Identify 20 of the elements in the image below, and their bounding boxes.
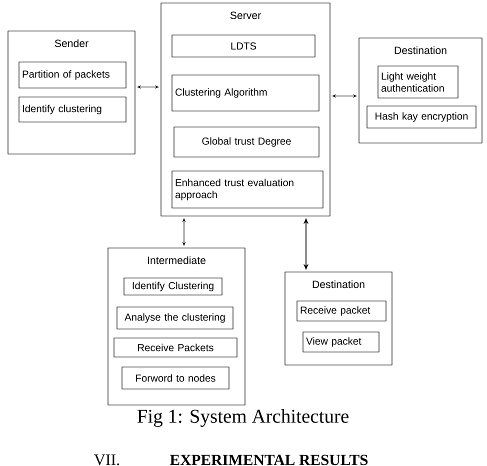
process-box: Partition of packets xyxy=(18,62,126,88)
process-box: Identify Clustering xyxy=(124,278,222,296)
arrow xyxy=(137,85,159,89)
process-box: Receive packet xyxy=(296,300,386,322)
section-number: VII. xyxy=(94,454,120,466)
process-box: Hash kay encryption xyxy=(366,106,476,128)
arrow xyxy=(332,94,357,98)
process-box: Enhanced trust evaluation approach xyxy=(172,170,324,208)
arrow xyxy=(182,218,186,246)
process-box: Global trust Degree xyxy=(174,126,320,158)
process-box: Identify clustering xyxy=(18,96,126,122)
figure-caption: Fig 1: System Architecture xyxy=(137,409,348,427)
section-heading: EXPERIMENTAL RESULTS xyxy=(170,454,368,466)
process-box: Forword to nodes xyxy=(122,366,230,390)
process-box: Clustering Algorithm xyxy=(172,74,320,112)
process-box: Light weight authentication xyxy=(378,66,458,98)
process-box: Receive Packets xyxy=(114,338,238,358)
process-box: View packet xyxy=(302,332,380,352)
process-box: Analyse the clustering xyxy=(116,306,234,330)
process-box: LDTS xyxy=(172,34,316,58)
